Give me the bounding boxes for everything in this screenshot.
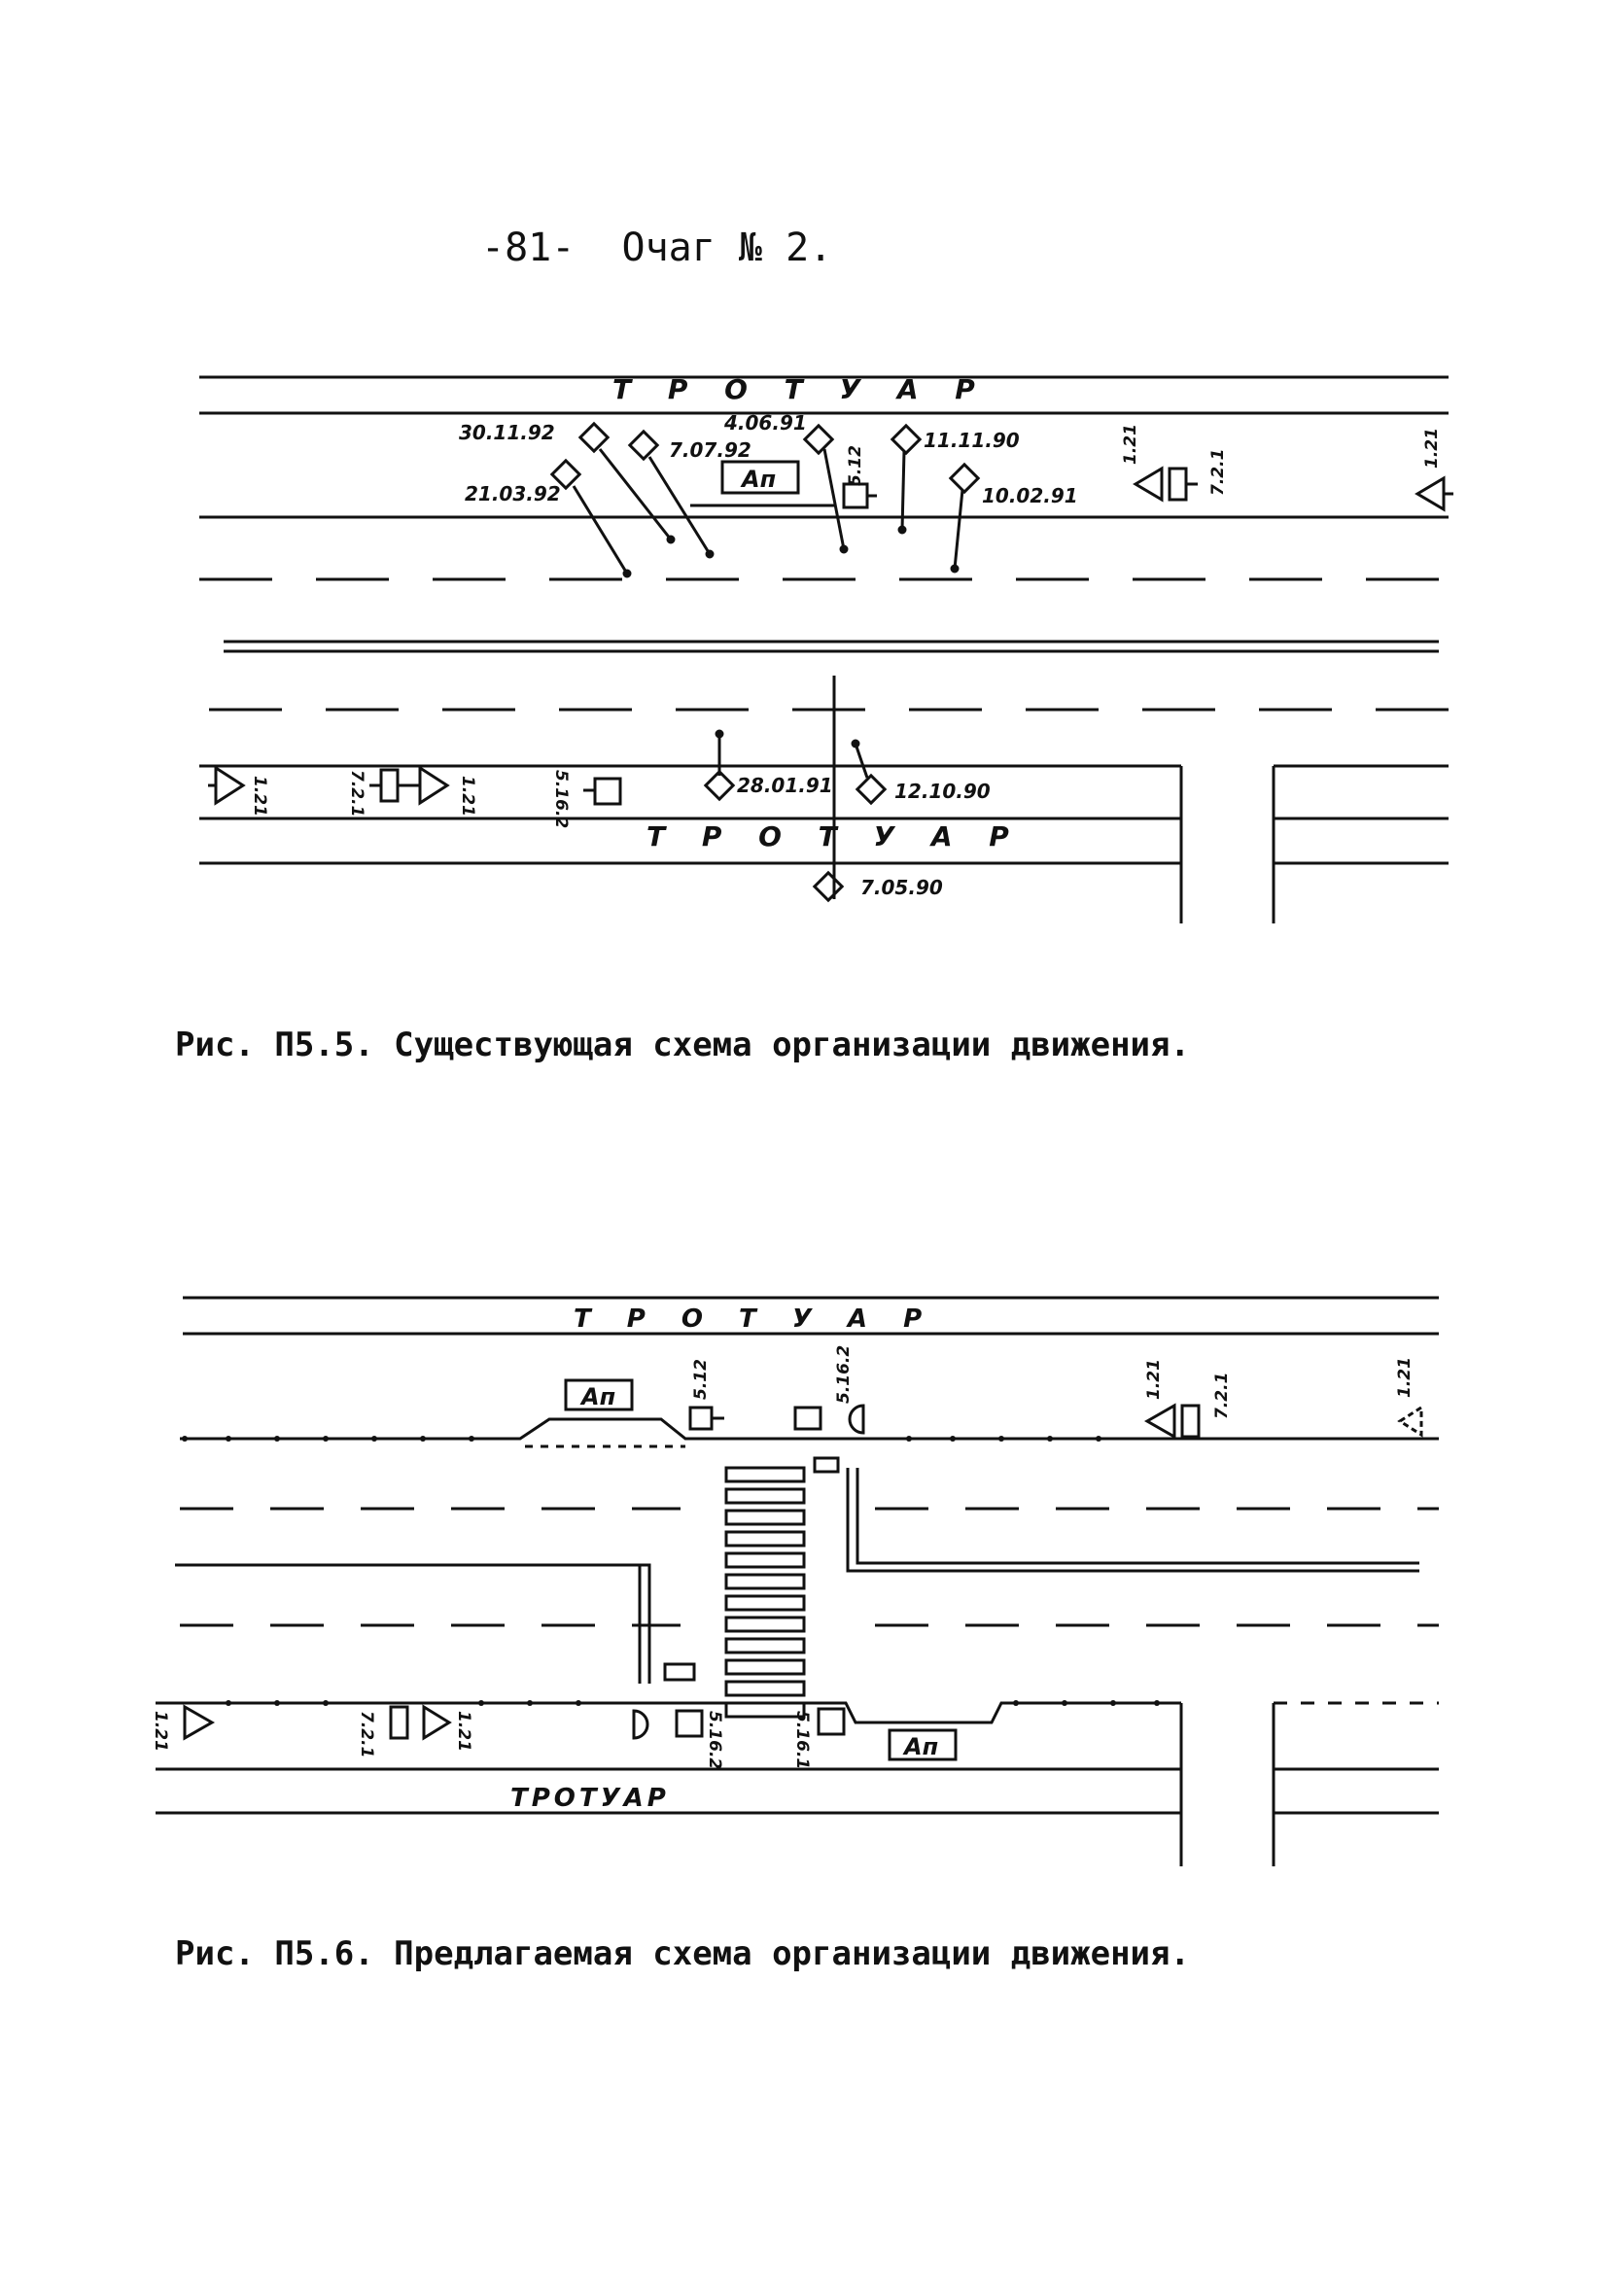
- accident-date: 7.07.92: [669, 438, 751, 462]
- sign-5-12: [842, 482, 869, 509]
- sign-code: 1.21: [1144, 1359, 1164, 1400]
- sign-code: 5.16.2: [705, 1711, 724, 1769]
- sign-plate: [813, 1456, 840, 1474]
- accident-marker: [577, 421, 676, 544]
- sign-code: 5.16.2: [551, 770, 571, 828]
- traffic-light: [632, 1709, 649, 1740]
- sign-code: 1.21: [1121, 424, 1140, 465]
- sign-code: 1.21: [1395, 1357, 1415, 1398]
- bus-stop-sign: [888, 1728, 958, 1761]
- accident-date: 7.05.90: [860, 876, 943, 899]
- warning-sign-triangle: [183, 1704, 216, 1741]
- accident-marker: [802, 423, 849, 554]
- sign-5-16-2: [593, 777, 622, 806]
- bus-stop-label: Ап: [902, 1733, 938, 1760]
- bus-stop-label: Ап: [740, 466, 776, 493]
- sign-code: 5.12: [846, 445, 865, 486]
- sign-plate-7-2-1: [389, 1705, 409, 1740]
- sign-code: 7.2.1: [357, 1711, 376, 1757]
- sidewalk-label: Т Р О Т У А Р: [574, 1305, 935, 1334]
- accident-date: 30.11.92: [459, 421, 555, 444]
- sign-code: 5.16.2: [834, 1345, 854, 1404]
- warning-sign-triangle: [1415, 475, 1446, 512]
- warning-sign-triangle: [422, 1704, 452, 1741]
- accident-date: 12.10.90: [894, 780, 991, 803]
- warning-sign-triangle: [214, 765, 246, 806]
- accident-marker: [948, 462, 981, 574]
- bus-stop-sign: [720, 460, 800, 495]
- accident-date: 4.06.91: [723, 411, 807, 435]
- sign-code: 7.2.1: [1212, 1373, 1232, 1419]
- warning-sign-triangle: [1133, 466, 1164, 503]
- accident-date: 11.11.90: [924, 429, 1020, 452]
- sidewalk-label: Т Р О Т У А Р: [612, 373, 989, 405]
- figure-caption: Рис. П5.6. Предлагаемая схема организаци…: [175, 1934, 1190, 1973]
- accident-marker: [812, 870, 845, 903]
- accident-marker: [627, 429, 715, 559]
- zebra-crossing: [724, 1466, 806, 1719]
- sign-code: 7.2.1: [1208, 449, 1228, 496]
- sidewalk-label: Т Р О Т У А Р: [646, 820, 1023, 852]
- accident-date: 28.01.91: [737, 774, 833, 797]
- sign-code: 7.2.1: [347, 770, 367, 817]
- sign-plate: [663, 1662, 696, 1682]
- warning-sign-triangle: [1397, 1405, 1423, 1438]
- sign-code: 5.12: [691, 1359, 711, 1400]
- guard-rail-posts: [182, 1436, 1160, 1706]
- figure-proposed-scheme: Т Р О Т У А Р ТРОТУАР Ап Ап 5.12 5.16.2 …: [151, 1296, 1439, 1866]
- sign-5-16-1: [817, 1707, 846, 1736]
- accident-date: 21.03.92: [465, 482, 561, 505]
- accident-marker: [851, 739, 888, 806]
- figure-existing-scheme: Т Р О Т У А Р Т Р О Т У А Р Ап 30.11.92 …: [199, 373, 1453, 923]
- median-island: [856, 1468, 1419, 1565]
- accident-date: 10.02.91: [982, 484, 1078, 507]
- accident-marker: [703, 729, 736, 802]
- bus-stop-label: Ап: [579, 1383, 615, 1410]
- sign-plate-7-2-1: [1168, 467, 1188, 502]
- sign-5-16-2: [688, 1406, 714, 1431]
- figure-caption: Рис. П5.5. Существующая схема организаци…: [175, 1026, 1190, 1064]
- accident-marker: [549, 458, 632, 578]
- sign-5-16-1: [793, 1406, 822, 1431]
- sign-plate-7-2-1: [379, 768, 400, 803]
- warning-sign-triangle: [418, 765, 450, 806]
- sign-code: 1.21: [250, 776, 269, 817]
- median-island: [175, 1563, 651, 1684]
- traffic-light: [848, 1404, 865, 1435]
- curb-line: [156, 1701, 1181, 1724]
- sign-plate-7-2-1: [1180, 1404, 1201, 1439]
- bus-stop-sign: [564, 1378, 634, 1411]
- sign-5-16-2: [675, 1709, 704, 1738]
- median-island: [846, 1468, 1419, 1573]
- sidewalk-label: ТРОТУАР: [510, 1784, 670, 1813]
- accident-marker: [890, 423, 923, 535]
- sign-code: 1.21: [1422, 428, 1442, 469]
- sign-code: 1.21: [454, 1711, 473, 1752]
- page-header: -81- Очаг № 2.: [481, 226, 833, 270]
- sign-code: 5.16.1: [792, 1711, 812, 1769]
- sign-code: 1.21: [151, 1711, 170, 1752]
- warning-sign-triangle: [1143, 1403, 1176, 1440]
- sign-code: 1.21: [458, 776, 477, 817]
